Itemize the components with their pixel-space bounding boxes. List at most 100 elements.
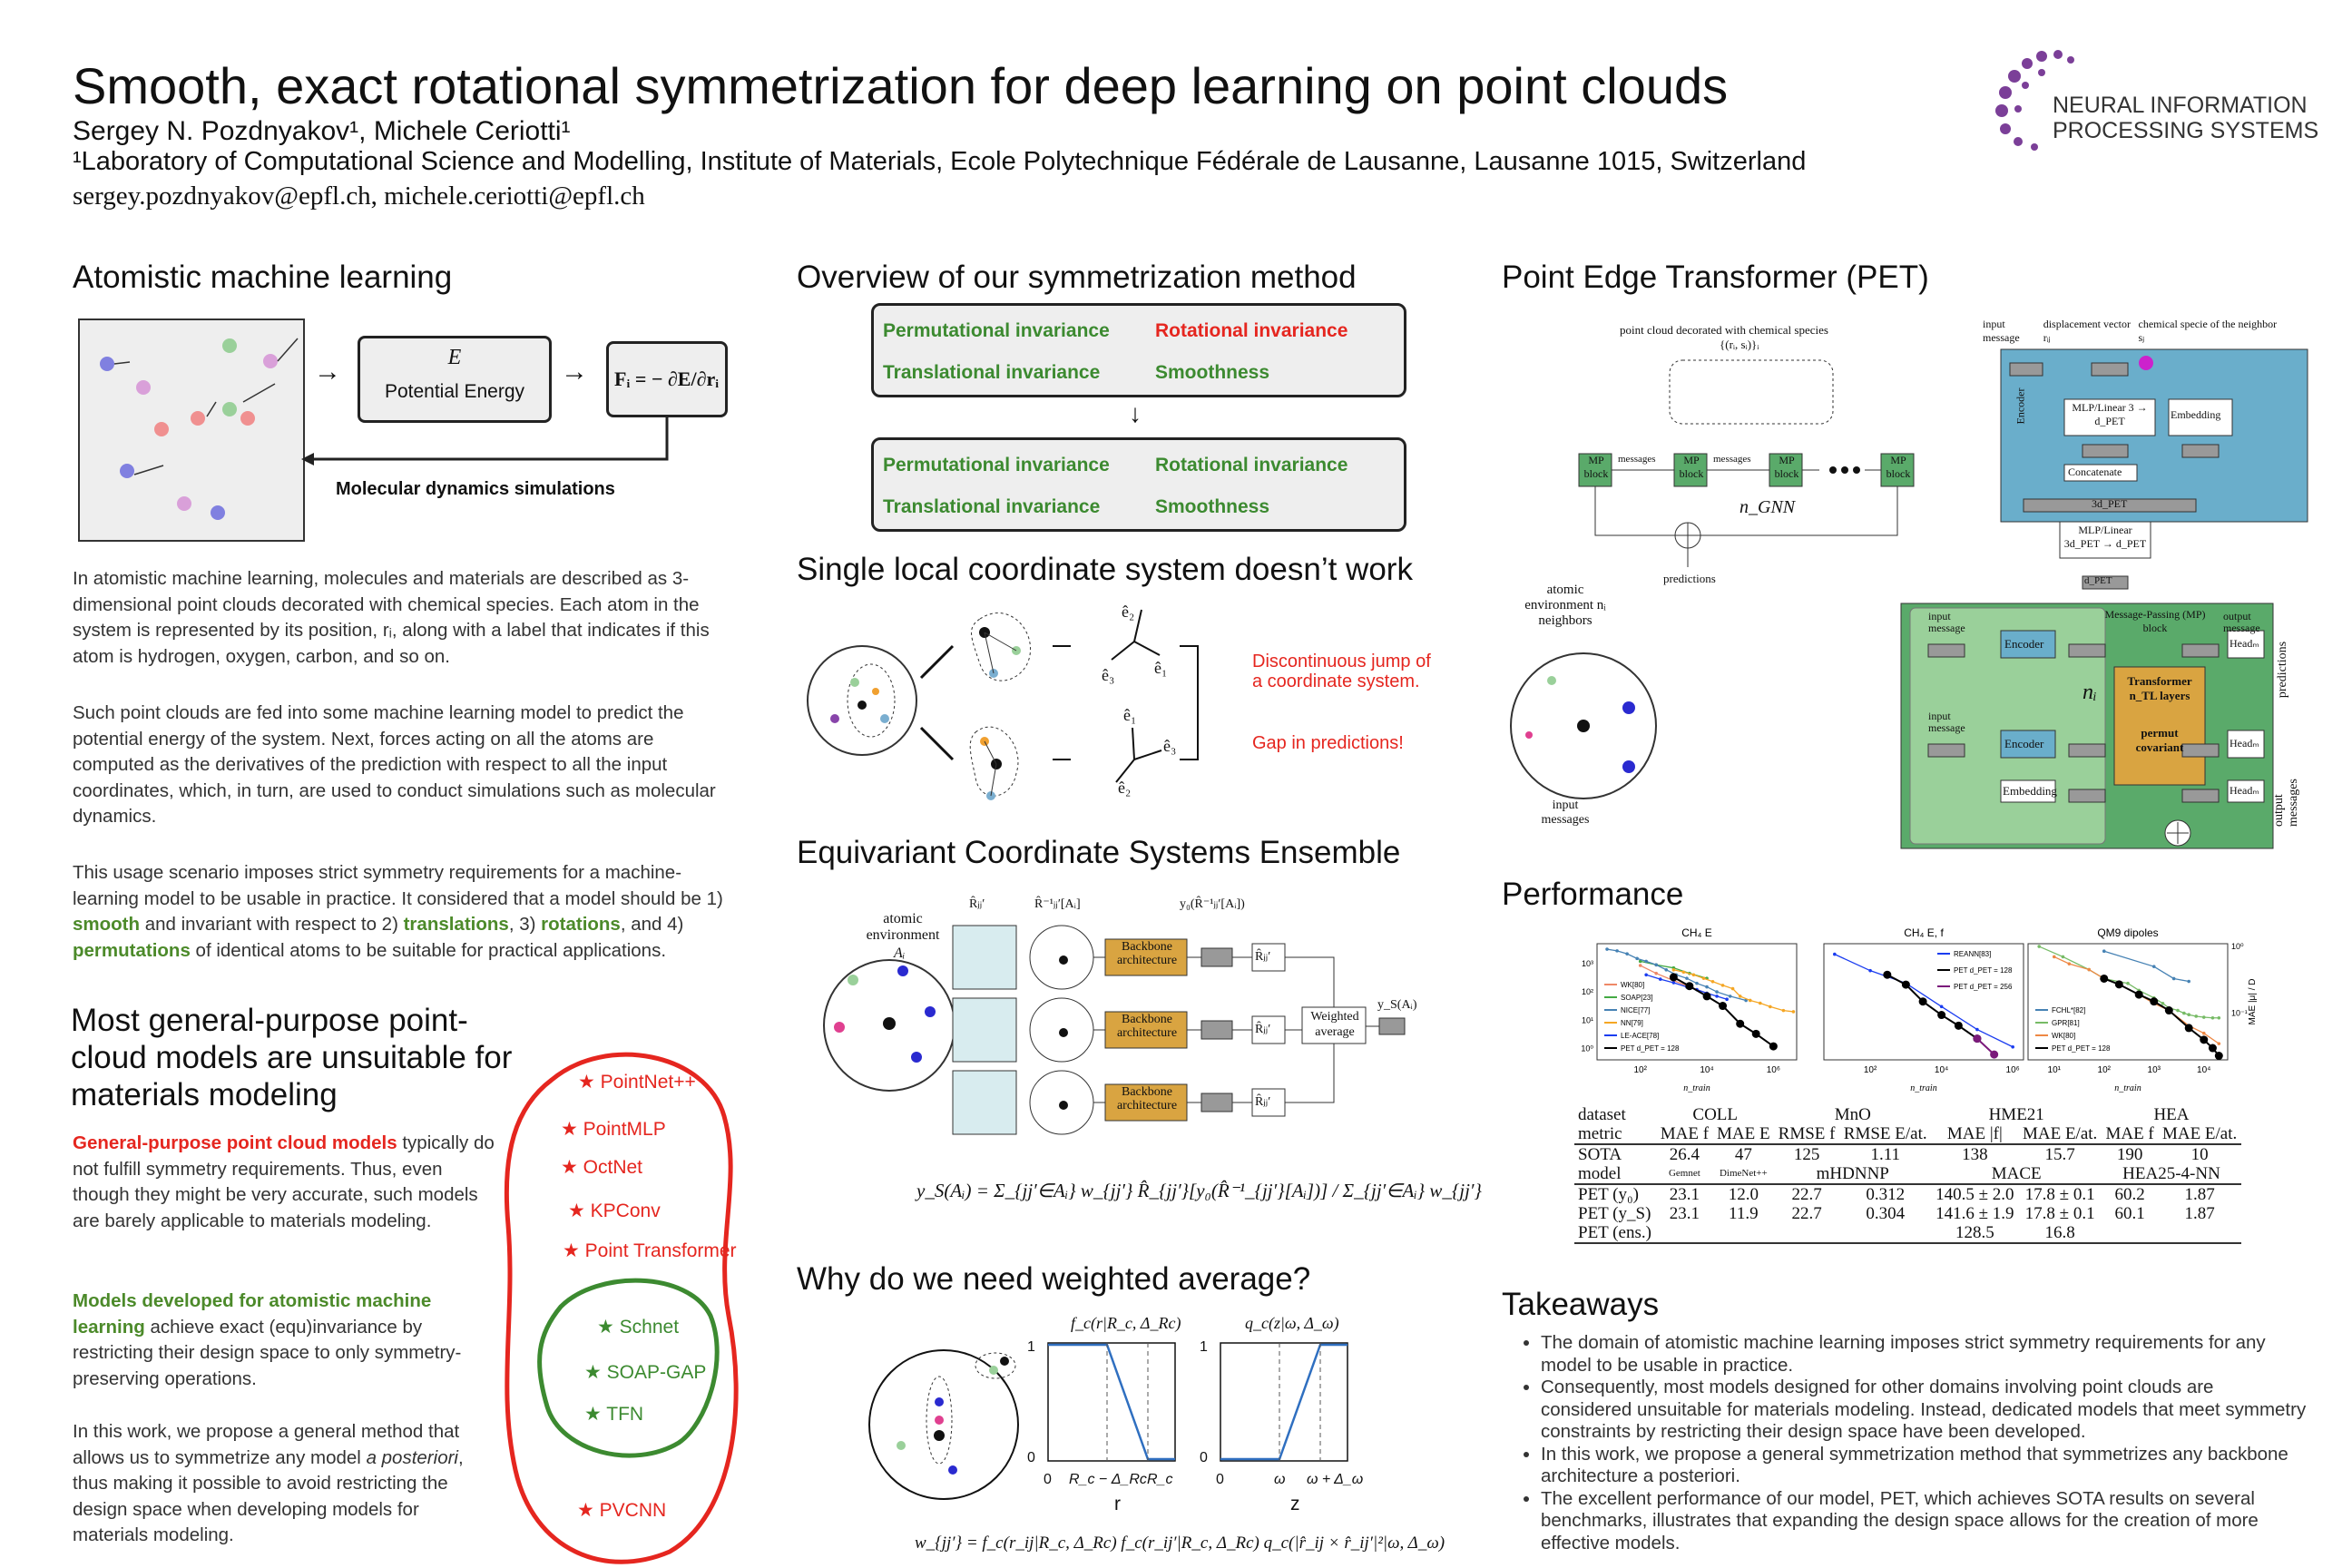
takeaway-item: The excellent performance of our model, … (1541, 1488, 2307, 1555)
table-cell: COLL (1692, 1105, 1738, 1124)
table-cell: 16.8 (2044, 1223, 2075, 1242)
mp-block-label: MP block (1583, 454, 1609, 480)
text: typically do not fulfill symmetry requir… (73, 1132, 495, 1231)
takeaway-item: The domain of atomistic machine learning… (1541, 1332, 2307, 1377)
y-tick-label: 10² (1582, 987, 1593, 996)
data-point (1691, 973, 1696, 977)
table-cell: 0.304 (1866, 1204, 1906, 1223)
x-tick-label: 10⁴ (2197, 1065, 2210, 1075)
data-point (2087, 967, 2092, 972)
predictions-side-label: predictions (2276, 641, 2290, 699)
data-point (1671, 981, 1676, 985)
data-point (2150, 997, 2159, 1006)
n-gnn-label: n_GNN (1740, 497, 1796, 517)
transformer-label: Transformer n_TL layers (2127, 674, 2192, 702)
data-point (2194, 1014, 2199, 1018)
chart-frame (1823, 943, 2024, 1061)
predictions-label: predictions (1663, 572, 1716, 585)
input-messages-label: input messages (1541, 799, 1590, 827)
molecule-point-cloud (100, 338, 299, 520)
legend-entry: LE-ACE[78] (1621, 1032, 1659, 1040)
text: This usage scenario imposes strict symme… (73, 862, 723, 909)
head-label: Headₘ (2230, 737, 2259, 750)
ecse-diagram (823, 925, 1406, 1135)
data-point (2061, 955, 2065, 959)
legend-entry: PET d_PET = 256 (1954, 983, 2013, 991)
3dpet-label: 3d_PET (2092, 497, 2128, 510)
table-cell (1713, 1223, 1775, 1243)
affiliation: ¹Laboratory of Computational Science and… (73, 147, 1807, 176)
legend-entry: GPR[81] (2052, 1019, 2080, 1027)
table-cell: MAE f (1660, 1124, 1710, 1143)
cloud-label: point cloud decorated with chemical spec… (1620, 323, 1828, 337)
mp-block-label: MP block (1679, 454, 1704, 480)
backbone-label: Backbone architecture (1116, 1085, 1178, 1112)
data-point (1748, 998, 1752, 1003)
series-line-0 (2103, 950, 2190, 983)
col-header-backbone-output: y₀(R̂⁻¹ⱼⱼ′[Aᵢ]) (1180, 897, 1245, 911)
table-cell: 1.87 (2184, 1185, 2215, 1204)
atomic-env-label: atomic environment nᵢ neighbors (1524, 583, 1606, 628)
text: In this work, we propose a general metho… (73, 1421, 460, 1468)
data-point (1638, 959, 1642, 964)
table-cell: 17.8 ± 0.1 (2024, 1204, 2095, 1223)
rotational-invariance-label: Rotational invariance (1155, 455, 1348, 475)
data-point (1868, 968, 1872, 973)
data-point (1635, 956, 1639, 961)
ecse-formula: y_S(Aᵢ) = Σ_{jj′∈Aᵢ} w_{jj′} R̂_{jj′}[y₀… (916, 1180, 1482, 1201)
legend-entry: NICE[77] (1621, 1006, 1650, 1014)
data-point (1705, 985, 1709, 989)
env-symbol: Aᵢ (894, 946, 906, 961)
data-point (1758, 1001, 1762, 1005)
text: , and 4) (620, 914, 684, 935)
chart-title: QM9 dipoles (2097, 926, 2158, 939)
data-point (2210, 1015, 2215, 1020)
data-point (1710, 979, 1715, 984)
data-point (1669, 973, 1678, 982)
col-header-rotation: R̂ⱼⱼ′ (969, 897, 985, 911)
table-cell: 190 (2116, 1145, 2143, 1164)
qc-tick: ω + Δ_ω (1307, 1472, 1364, 1487)
x-tick-label: 10⁶ (1767, 1065, 1780, 1075)
data-point (2052, 955, 2056, 959)
rotation-label: R̂ⱼⱼ′ (1255, 950, 1271, 964)
legend-entry: NN[79] (1621, 1019, 1643, 1027)
gp-paragraph-1: General-purpose point cloud models typic… (73, 1131, 499, 1234)
fc-tick: R_c − Δ_Rc (1069, 1472, 1147, 1487)
invariance-box-after: Permutational invariance Rotational inva… (871, 437, 1406, 532)
data-point (2011, 1044, 2014, 1049)
logo-line-1: NEURAL INFORMATION (2053, 93, 2308, 118)
table-cell (1774, 1223, 1839, 1243)
data-point (1973, 1034, 1982, 1044)
y-tick-label: 10⁰ (2231, 942, 2244, 951)
discontinuous-note: Discontinuous jump of a coordinate syste… (1252, 652, 1431, 691)
data-point (1939, 1004, 1944, 1009)
model-point-transformer: ★ Point Transformer (563, 1240, 737, 1261)
table-cell: 23.1 (1669, 1204, 1700, 1223)
gp-paragraph-2: Models developed for atomistic machine l… (73, 1289, 499, 1392)
x-axis-label: n_train (1683, 1083, 1710, 1093)
data-point (1654, 971, 1658, 975)
model-pointmlp: ★ PointMLP (561, 1119, 666, 1140)
smoothness-label: Smoothness (1155, 362, 1270, 383)
legend-entry: WK[80] (1621, 981, 1644, 989)
data-point (2187, 979, 2191, 984)
md-feedback-arrow (301, 417, 669, 466)
data-point (2182, 1011, 2186, 1015)
point-cloud-box (78, 318, 305, 542)
aml-paragraph-2: Such point clouds are fed into some mach… (73, 702, 716, 827)
head-label: Headₘ (2230, 784, 2259, 797)
rotational-invariance-label: Rotational invariance (1155, 320, 1348, 341)
table-cell: 22.7 (1791, 1204, 1822, 1223)
x-tick-label: 10¹ (2048, 1065, 2062, 1075)
data-point (2187, 1013, 2191, 1017)
poster-title: Smooth, exact rotational symmetrization … (73, 57, 1729, 114)
arrow-icon: → (561, 357, 588, 387)
data-point (2201, 1031, 2206, 1035)
y-tick-label: 10⁰ (1581, 1044, 1593, 1054)
data-point (2102, 949, 2106, 954)
takeaway-item: Consequently, most models designed for o… (1541, 1377, 2307, 1444)
